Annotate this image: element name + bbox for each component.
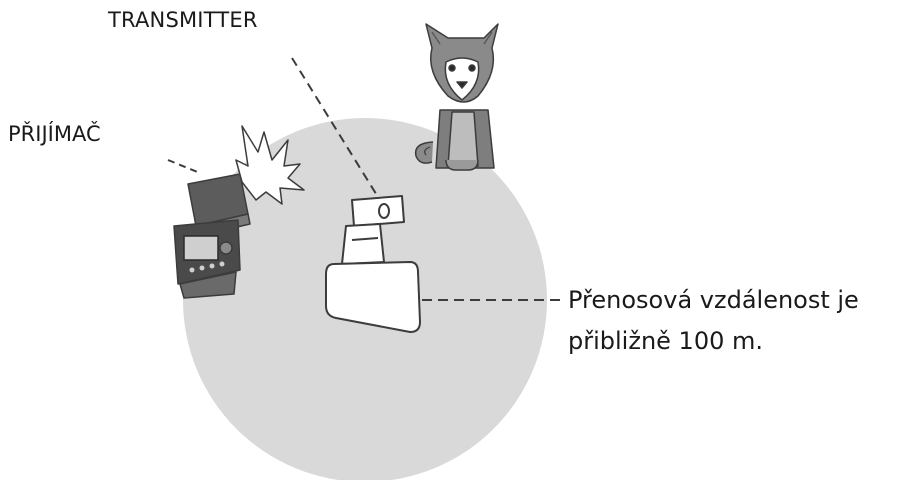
range-caption-line2: přibližně 100 m. [568, 327, 763, 355]
transmitter-label: TRANSMITTER [108, 8, 258, 32]
range-caption-line1: Přenosová vzdálenost je [568, 286, 859, 314]
flash-burst-icon [235, 125, 305, 205]
dog-icon [414, 23, 499, 171]
receiver-leader-line [167, 159, 201, 174]
transmitter-leader-line [291, 57, 379, 198]
transmitter-icon [325, 195, 421, 333]
receiver-label: PŘIJÍMAČ [8, 122, 101, 146]
receiver-flash-icon [173, 173, 251, 299]
